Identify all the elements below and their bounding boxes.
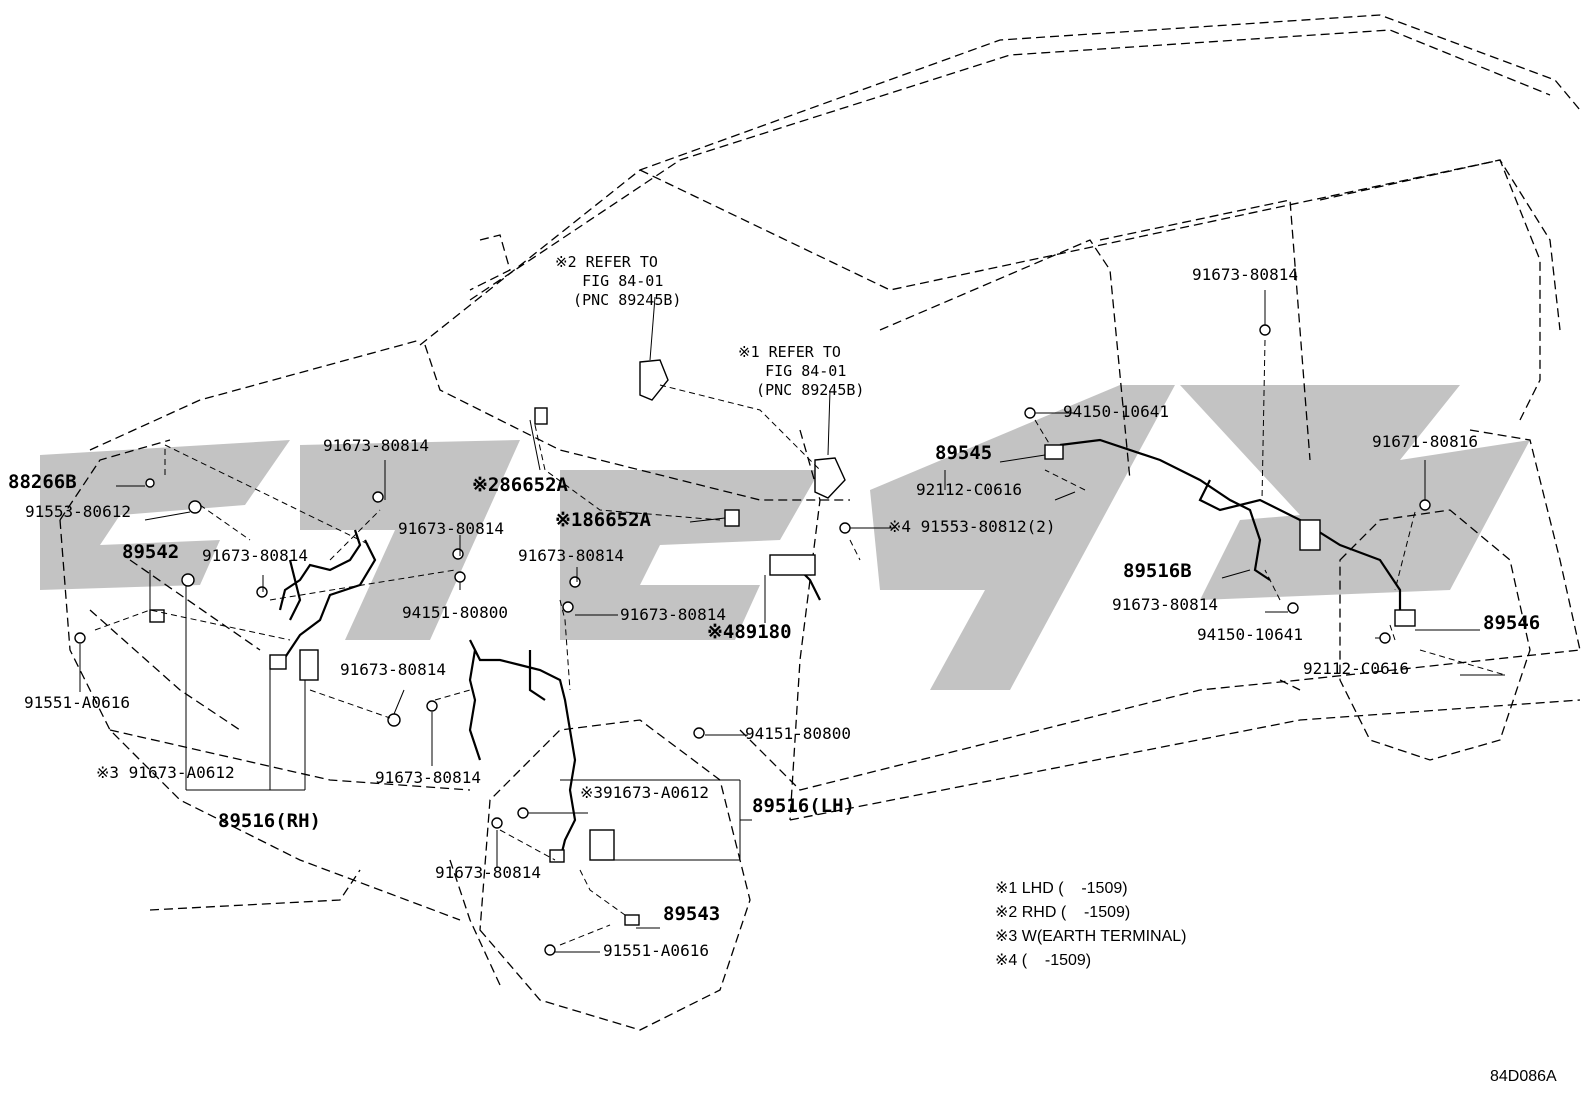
part-label-91673-A0612[interactable]: ※391673-A0612 <box>580 783 709 802</box>
footnote-1: ※1 LHD ( -1509) <box>995 880 1128 897</box>
harness-lh <box>468 639 615 863</box>
part-label-91673-80814[interactable]: 91673-80814 <box>1112 595 1218 614</box>
part-label-91673-A0612[interactable]: ※3 91673-A0612 <box>96 763 235 782</box>
part-label-89545[interactable]: 89545 <box>935 442 993 464</box>
reference-note-rhd: ※2 REFER TO FIG 84-01 (PNC 89245B) <box>555 253 682 309</box>
part-label-91673-80814[interactable]: 91673-80814 <box>518 546 624 565</box>
part-label-89516-lh[interactable]: 89516(LH) <box>752 795 855 817</box>
part-label-88266B[interactable]: 88266B <box>8 471 77 493</box>
diagram-code: 84D086A <box>1490 1068 1557 1085</box>
part-label-91673-80814[interactable]: 91673-80814 <box>323 436 429 455</box>
part-label-91673-80814[interactable]: 91673-80814 <box>620 605 726 624</box>
reference-note-lhd: ※1 REFER TO FIG 84-01 (PNC 89245B) <box>738 343 865 399</box>
watermark-logo <box>40 385 1530 690</box>
part-label-89542[interactable]: 89542 <box>122 541 180 563</box>
part-label-91673-80814[interactable]: 91673-80814 <box>375 768 481 787</box>
part-label-89546[interactable]: 89546 <box>1483 612 1541 634</box>
part-label-94151-80800[interactable]: 94151-80800 <box>745 724 851 743</box>
part-label-91673-80814[interactable]: 91673-80814 <box>340 660 446 679</box>
vehicle-outline <box>59 14 1581 1031</box>
part-label-86652A-lhd[interactable]: ※186652A <box>555 509 651 531</box>
harness-rh <box>269 529 377 681</box>
part-label-91551-A0616[interactable]: 91551-A0616 <box>24 693 130 712</box>
part-label-92112-C0616[interactable]: 92112-C0616 <box>916 480 1022 499</box>
part-label-94150-10641[interactable]: 94150-10641 <box>1063 402 1169 421</box>
part-label-89543[interactable]: 89543 <box>663 903 721 925</box>
part-label-91673-80814[interactable]: 91673-80814 <box>1192 265 1298 284</box>
part-label-86652A-rhd[interactable]: ※286652A <box>472 474 568 496</box>
footnote-2: ※2 RHD ( -1509) <box>995 904 1131 921</box>
footnote-3: ※3 W(EARTH TERMINAL) <box>995 928 1187 945</box>
leader-lines <box>79 290 1505 953</box>
part-label-89516B[interactable]: 89516B <box>1123 560 1192 582</box>
part-label-91553-80812[interactable]: ※4 91553-80812(2) <box>888 517 1056 536</box>
part-label-91673-80814[interactable]: 91673-80814 <box>202 546 308 565</box>
part-label-94150-10641[interactable]: 94150-10641 <box>1197 625 1303 644</box>
part-label-94151-80800[interactable]: 94151-80800 <box>402 603 508 622</box>
part-label-89180[interactable]: ※489180 <box>707 621 792 643</box>
part-label-91673-80814[interactable]: 91673-80814 <box>435 863 541 882</box>
footnote-4: ※4 ( -1509) <box>995 952 1092 969</box>
part-label-91673-80814[interactable]: 91673-80814 <box>398 519 504 538</box>
part-label-89516-rh[interactable]: 89516(RH) <box>218 810 321 832</box>
part-label-92112-C0616[interactable]: 92112-C0616 <box>1303 659 1409 678</box>
assembly-lines <box>94 339 1506 946</box>
hardware-parts <box>74 324 1431 956</box>
harness-rear <box>769 438 1416 627</box>
part-label-91553-80612[interactable]: 91553-80612 <box>25 502 131 521</box>
part-label-91551-A0616[interactable]: 91551-A0616 <box>603 941 709 960</box>
part-label-91671-80816[interactable]: 91671-80816 <box>1372 432 1478 451</box>
